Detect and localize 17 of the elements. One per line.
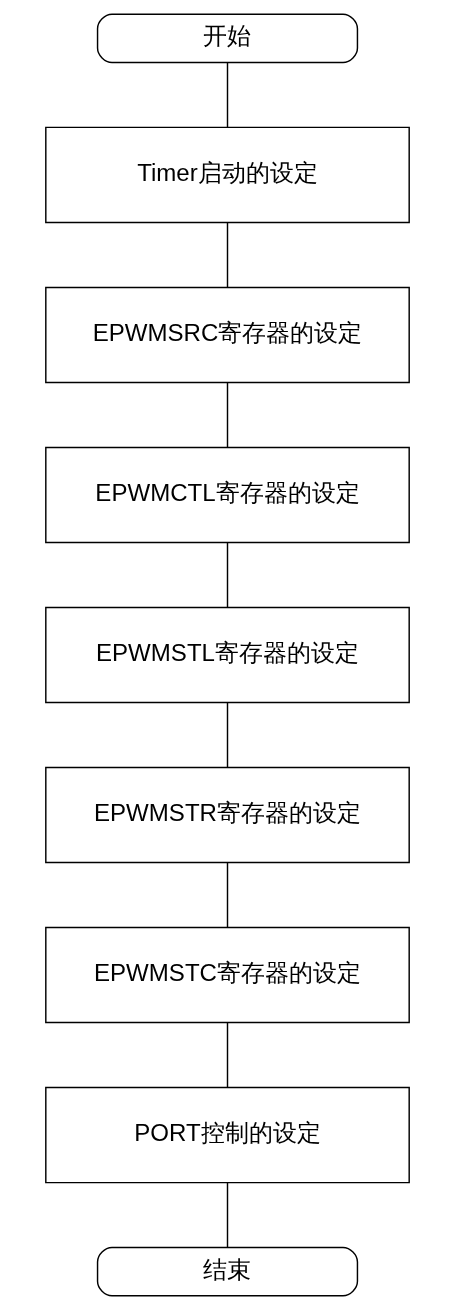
connector	[226, 541, 229, 608]
node-box: EPWMCTL寄存器的设定	[45, 446, 410, 544]
node-box: EPWMSTR寄存器的设定	[45, 766, 410, 864]
node-box: PORT控制的设定	[45, 1086, 410, 1184]
node-box: EPWMSTL寄存器的设定	[45, 606, 410, 704]
node-box: 开始	[96, 13, 359, 64]
node-box: 结束	[96, 1246, 359, 1297]
node-box: Timer启动的设定	[45, 126, 410, 224]
node-box: EPWMSRC寄存器的设定	[45, 286, 410, 384]
connector	[226, 861, 229, 928]
connector	[226, 1022, 229, 1088]
connector	[226, 701, 229, 768]
connector	[226, 221, 229, 288]
connector	[226, 1182, 229, 1249]
connector	[226, 381, 229, 448]
node-box: EPWMSTC寄存器的设定	[45, 926, 410, 1024]
connector	[226, 61, 229, 128]
